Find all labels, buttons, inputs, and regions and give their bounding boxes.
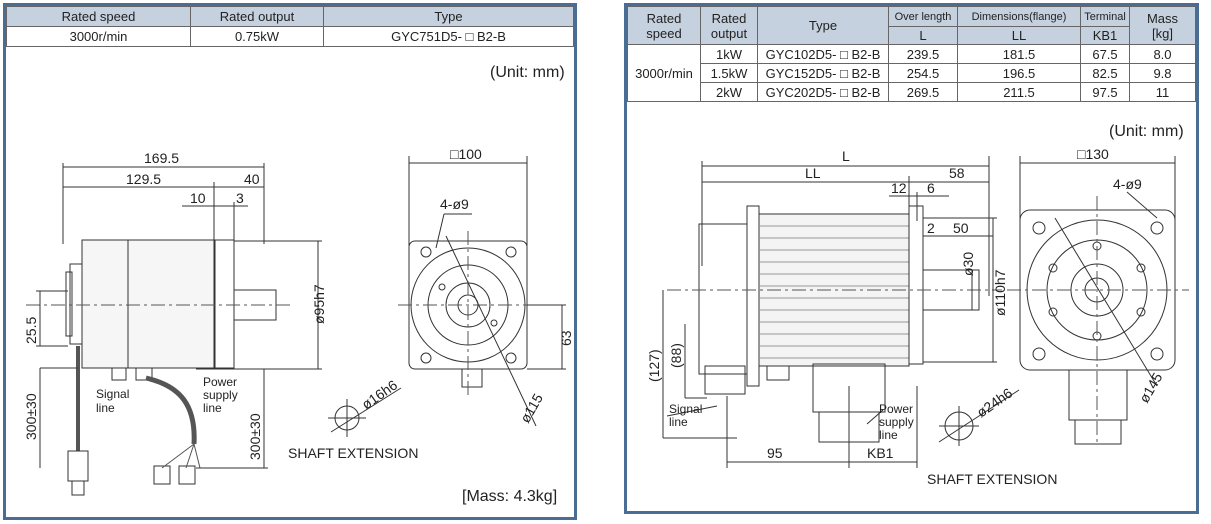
header-over-length: Over length	[888, 6, 958, 27]
cell-speed: 3000r/min	[6, 26, 191, 47]
header-dimensions-flange: Dimensions(flange)	[957, 6, 1081, 27]
dim-phi-16h6: ø16h6	[359, 376, 401, 412]
dim-127: (127)	[646, 349, 662, 382]
spec-table-075kw: Rated speed Rated output Type 3000r/min …	[6, 6, 574, 47]
dim-40: 40	[244, 171, 260, 187]
dim-300-left: 300±30	[23, 393, 39, 440]
header-speed-line2: speed	[646, 25, 682, 41]
drawing-panel-075kw: Rated speed Rated output Type 3000r/min …	[3, 3, 577, 520]
dim-58: 58	[949, 165, 965, 181]
header-rated-speed: Rated speed	[6, 6, 191, 27]
header-mass-line1: Mass	[1146, 10, 1179, 26]
unit-note: (Unit: mm)	[1109, 123, 1184, 140]
motor-drawing-075kw: 169.5 129.5 40 10 3 □100 4-ø9 Signal lin…	[23, 146, 574, 496]
signal-line-label-2: line	[96, 401, 115, 415]
cell-ll: 211.5	[957, 82, 1081, 102]
header-type: Type	[323, 6, 574, 27]
dim-50: 50	[953, 220, 969, 236]
dim-25-5: 25.5	[23, 317, 39, 344]
dim-ll: LL	[805, 165, 821, 181]
dim-129-5: 129.5	[126, 171, 161, 187]
header-output-line2: output	[710, 25, 748, 41]
power-line-label-1: Power	[879, 402, 913, 416]
dim-169-5: 169.5	[144, 150, 179, 166]
header-mass-line2: [kg]	[1152, 25, 1173, 41]
dim-phi-110h7: ø110h7	[992, 269, 1008, 316]
signal-line-label-1: Signal	[669, 402, 702, 416]
dim-10: 10	[190, 190, 206, 206]
cell-type: GYC152D5- □ B2-B	[757, 63, 889, 83]
motor-drawing-1-2kw: L LL 58 12 6 2 50 95 KB1 □130 4-ø9 Signa…	[646, 146, 1189, 487]
cell-speed: 3000r/min	[627, 44, 701, 102]
power-line-label-2: supply	[879, 415, 914, 429]
dim-63: 63	[558, 330, 574, 346]
dim-300-right: 300±30	[247, 413, 263, 460]
dim-3: 3	[236, 190, 244, 206]
cell-output: 2kW	[700, 82, 758, 102]
dim-phi-95h7: ø95h7	[311, 284, 327, 324]
cell-l: 239.5	[888, 44, 958, 64]
shaft-extension-label: SHAFT EXTENSION	[288, 445, 418, 461]
dim-phi-30: ø30	[960, 252, 976, 276]
power-line-label-3: line	[203, 401, 222, 415]
shaft-extension-label: SHAFT EXTENSION	[927, 471, 1057, 487]
table-row: 3000r/min 1kW GYC102D5- □ B2-B 239.5 181…	[627, 44, 1196, 102]
dim-kb1: KB1	[867, 445, 894, 461]
header-output-line1: Rated	[711, 10, 747, 26]
dim-6: 6	[927, 180, 935, 196]
dim-4-phi-9: 4-ø9	[1113, 176, 1142, 192]
cell-mass: 11	[1129, 82, 1196, 102]
power-line-label-2: supply	[203, 388, 238, 402]
table-row: 2kW GYC202D5- □ B2-B 269.5 211.5 97.5 11	[628, 82, 1196, 102]
unit-note: (Unit: mm)	[490, 64, 565, 81]
signal-line-label-1: Signal	[96, 387, 129, 401]
dim-88: (88)	[668, 343, 684, 368]
dim-4-phi-9: 4-ø9	[440, 196, 469, 212]
dim-95: 95	[767, 445, 783, 461]
header-rated-output: Rated output	[190, 6, 324, 27]
dim-l: L	[842, 148, 850, 164]
dim-phi-24h6: ø24h6	[974, 384, 1016, 420]
cell-output: 0.75kW	[190, 26, 324, 47]
dim-phi-145: ø145	[1136, 370, 1166, 406]
power-line-label-3: line	[879, 428, 898, 442]
header-type: Type	[757, 6, 889, 45]
cell-type: GYC751D5- □ B2-B	[323, 26, 574, 47]
signal-line-label-2: line	[669, 415, 688, 429]
cell-type: GYC202D5- □ B2-B	[757, 82, 889, 102]
mass-note: [Mass: 4.3kg]	[462, 488, 558, 505]
power-line-label-1: Power	[203, 375, 237, 389]
dim-2: 2	[927, 220, 935, 236]
header-ll: LL	[957, 26, 1081, 45]
header-terminal: Terminal	[1080, 6, 1130, 27]
dim-12: 12	[891, 180, 907, 196]
dim-square-100: □100	[450, 146, 482, 162]
header-speed-line1: Rated	[646, 10, 682, 26]
dim-square-130: □130	[1077, 146, 1109, 162]
